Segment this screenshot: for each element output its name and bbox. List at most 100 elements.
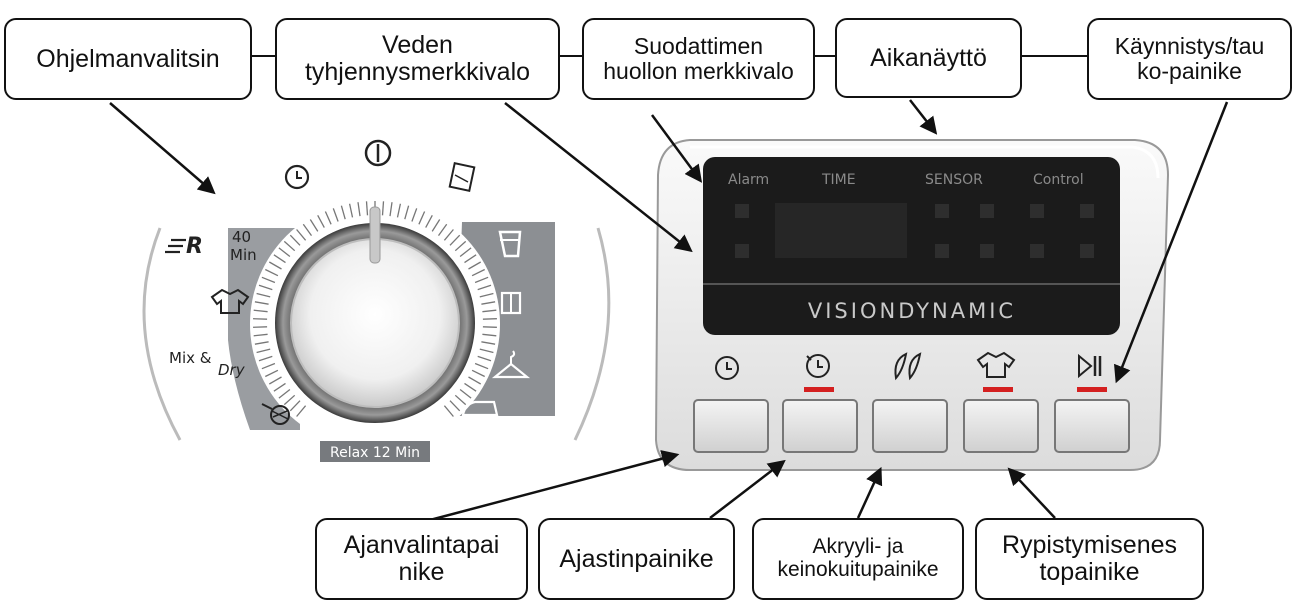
dial-left-bracket	[142, 227, 182, 441]
dial-tick	[459, 388, 472, 399]
dial-knob[interactable]	[290, 238, 460, 408]
callout-acrylic-button: Akryyli- ja keinokuitupainike	[752, 518, 964, 600]
dial-tick	[477, 355, 492, 362]
shirt-icon-dial	[210, 288, 250, 314]
dial-tick	[309, 219, 319, 232]
dial-tick	[459, 247, 472, 258]
dial-tick	[265, 369, 279, 378]
dial-tick	[396, 203, 402, 218]
dial-tick	[481, 301, 496, 305]
control-panel: Alarm TIME SENSOR Control VISIONDYNAMIC	[654, 139, 1170, 471]
dial-tick	[449, 400, 461, 412]
dial-ticks	[253, 201, 497, 417]
program-dial: R 40 Min Mix & Dry Relax 12 Min	[142, 139, 611, 462]
anti-crease-indicator-light	[983, 387, 1013, 392]
dial-tick	[340, 205, 346, 220]
display-indicator-icons	[735, 204, 1094, 258]
dial-tick	[482, 333, 497, 337]
dial-tick	[258, 355, 273, 362]
dial-tick	[479, 292, 494, 298]
start-pause-button[interactable]	[1054, 399, 1130, 453]
timer-indicator-light	[804, 387, 834, 392]
time-digits-area	[775, 203, 907, 258]
dial-tick	[265, 268, 279, 277]
dial-tick	[437, 223, 448, 236]
dial-right-bracket	[573, 227, 611, 441]
arrow-time-display	[909, 99, 938, 135]
dial-tick	[253, 318, 268, 320]
dial-tick	[468, 261, 482, 270]
arrow-program-selector	[109, 102, 216, 195]
dial-tick	[283, 240, 296, 252]
arrow-anti-crease	[1007, 467, 1056, 519]
dial-tick	[296, 405, 307, 417]
callout-timer-button: Ajastinpainike	[538, 518, 735, 600]
start-pause-icon	[1078, 353, 1102, 379]
dial-tick	[258, 284, 273, 291]
display-screen	[703, 157, 1120, 335]
dial-tick	[431, 219, 441, 232]
leaf-feather-icon	[894, 352, 922, 381]
time-select-button[interactable]	[693, 399, 769, 453]
dial-tick	[273, 254, 286, 264]
dial-tick	[289, 400, 301, 412]
dial-tick	[477, 284, 492, 291]
dial-tick	[254, 301, 269, 305]
dial-tick	[404, 205, 410, 220]
dial-tick	[289, 234, 301, 246]
display-label-control: Control	[1033, 172, 1084, 188]
dial-tick	[365, 201, 369, 216]
program-40min-unit: Min	[230, 246, 257, 264]
dial-tick	[425, 214, 433, 228]
dial-tick	[256, 292, 271, 298]
dial-tick	[254, 341, 269, 345]
start-indicator-light	[1077, 387, 1107, 392]
dial-tick	[474, 362, 489, 370]
dial-tick	[464, 382, 477, 392]
dial-tick	[268, 376, 282, 385]
dial-tick	[278, 247, 291, 258]
dial-tick	[296, 229, 307, 241]
display-label-alarm: Alarm	[728, 172, 769, 188]
dial-tick	[261, 276, 276, 284]
dial-tick	[449, 234, 461, 246]
arrow-timer	[709, 459, 786, 519]
dial-tick	[261, 362, 276, 370]
dial-tick	[454, 240, 467, 252]
dial-tick	[471, 369, 485, 378]
acrylic-button[interactable]	[872, 399, 948, 453]
wool-icon	[448, 161, 476, 193]
arrow-acrylic	[856, 466, 883, 519]
dial-tick	[481, 341, 496, 345]
timer-button[interactable]	[782, 399, 858, 453]
anti-crease-button[interactable]	[963, 399, 1039, 453]
dial-tick	[256, 348, 271, 354]
dial-tick	[317, 214, 325, 228]
dial-tick	[479, 348, 494, 354]
clock-icon	[284, 164, 310, 190]
callout-time-display: Aikanäyttö	[835, 18, 1022, 98]
dial-tick	[454, 394, 467, 406]
dial-tick	[302, 223, 313, 236]
display-label-sensor: SENSOR	[925, 172, 983, 188]
brand-logo: VISIONDYNAMIC	[808, 299, 1016, 323]
callout-start-pause-button: Käynnistys/tau ko-painike	[1087, 18, 1292, 100]
cabinet-icon	[500, 291, 522, 315]
dial-tick	[482, 326, 497, 328]
dial-tick	[253, 333, 268, 337]
dial-tick	[278, 388, 291, 399]
display-label-time: TIME	[821, 172, 856, 188]
dial-tick	[253, 309, 268, 313]
hanger-icon	[491, 350, 531, 379]
shirt-icon	[976, 351, 1016, 378]
panel-bevel	[690, 145, 1160, 179]
arrow-filter-service	[650, 114, 703, 183]
dial-tick	[468, 376, 482, 385]
arrow-time-select	[429, 450, 680, 522]
arrow-water-drain	[504, 102, 693, 253]
arrow-start-pause	[1114, 101, 1229, 384]
eco-icon	[165, 238, 186, 254]
power-icon	[364, 139, 392, 167]
dial-tick	[357, 202, 361, 217]
dial-pointer	[369, 206, 381, 264]
